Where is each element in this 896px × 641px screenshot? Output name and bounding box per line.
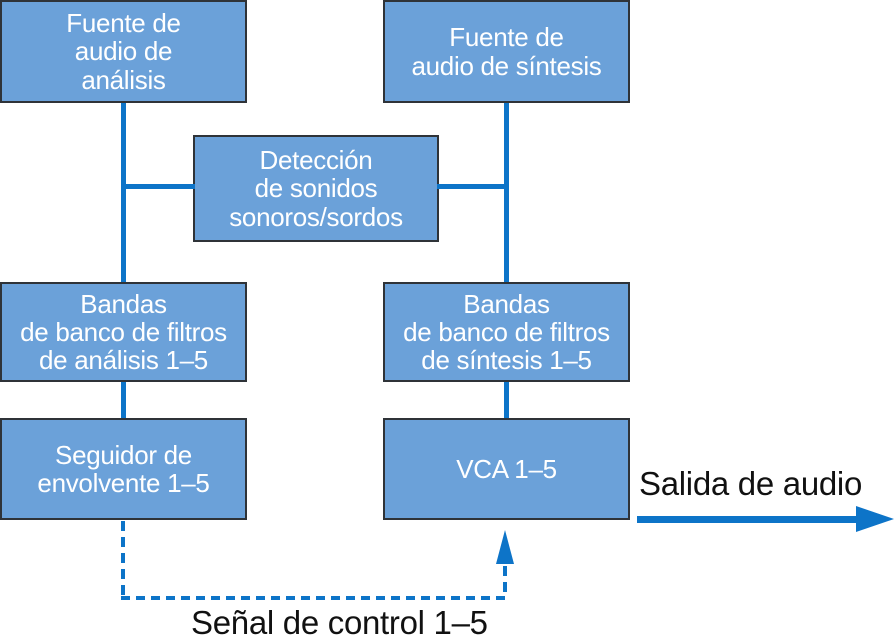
connector-analysis-filterbank-to-envelope-follower	[121, 382, 126, 418]
node-analysis-filterbank-bands-label: Bandas de banco de filtros de análisis 1…	[20, 288, 227, 376]
connector-synthesis-source-to-filterbank	[504, 103, 509, 282]
connector-detection-to-synthesis	[437, 184, 509, 189]
connector-analysis-source-to-filterbank	[121, 103, 126, 282]
node-voiced-unvoiced-detection: Detección de sonidos sonoros/sordos	[193, 135, 439, 242]
node-envelope-follower: Seguidor de envolvente 1–5	[0, 418, 247, 520]
control-signal-label: Señal de control 1–5	[191, 604, 488, 641]
node-analysis-audio-source: Fuente de audio de análisis	[0, 0, 247, 103]
node-analysis-audio-source-label: Fuente de audio de análisis	[66, 8, 181, 95]
control-signal-dashed-line-across	[121, 596, 507, 600]
connector-synthesis-filterbank-to-vca	[504, 382, 509, 418]
node-vca: VCA 1–5	[383, 418, 630, 520]
node-voiced-unvoiced-detection-label: Detección de sonidos sonoros/sordos	[229, 145, 403, 232]
node-synthesis-filterbank-bands-label: Bandas de banco de filtros de síntesis 1…	[403, 288, 610, 376]
node-synthesis-filterbank-bands: Bandas de banco de filtros de síntesis 1…	[383, 282, 630, 382]
node-synthesis-audio-source-label: Fuente de audio de síntesis	[411, 22, 602, 81]
control-signal-dashed-line-down	[121, 521, 125, 599]
node-analysis-filterbank-bands: Bandas de banco de filtros de análisis 1…	[0, 282, 247, 382]
control-signal-arrowhead-icon	[496, 530, 514, 564]
node-synthesis-audio-source: Fuente de audio de síntesis	[383, 0, 630, 103]
node-envelope-follower-label: Seguidor de envolvente 1–5	[37, 439, 210, 498]
connector-analysis-to-detection	[123, 184, 195, 189]
audio-output-arrowhead-icon	[856, 506, 894, 532]
audio-output-arrow-line	[637, 516, 856, 523]
node-vca-label: VCA 1–5	[456, 453, 557, 484]
control-signal-dashed-line-up	[503, 566, 507, 597]
audio-output-label: Salida de audio	[639, 465, 863, 502]
